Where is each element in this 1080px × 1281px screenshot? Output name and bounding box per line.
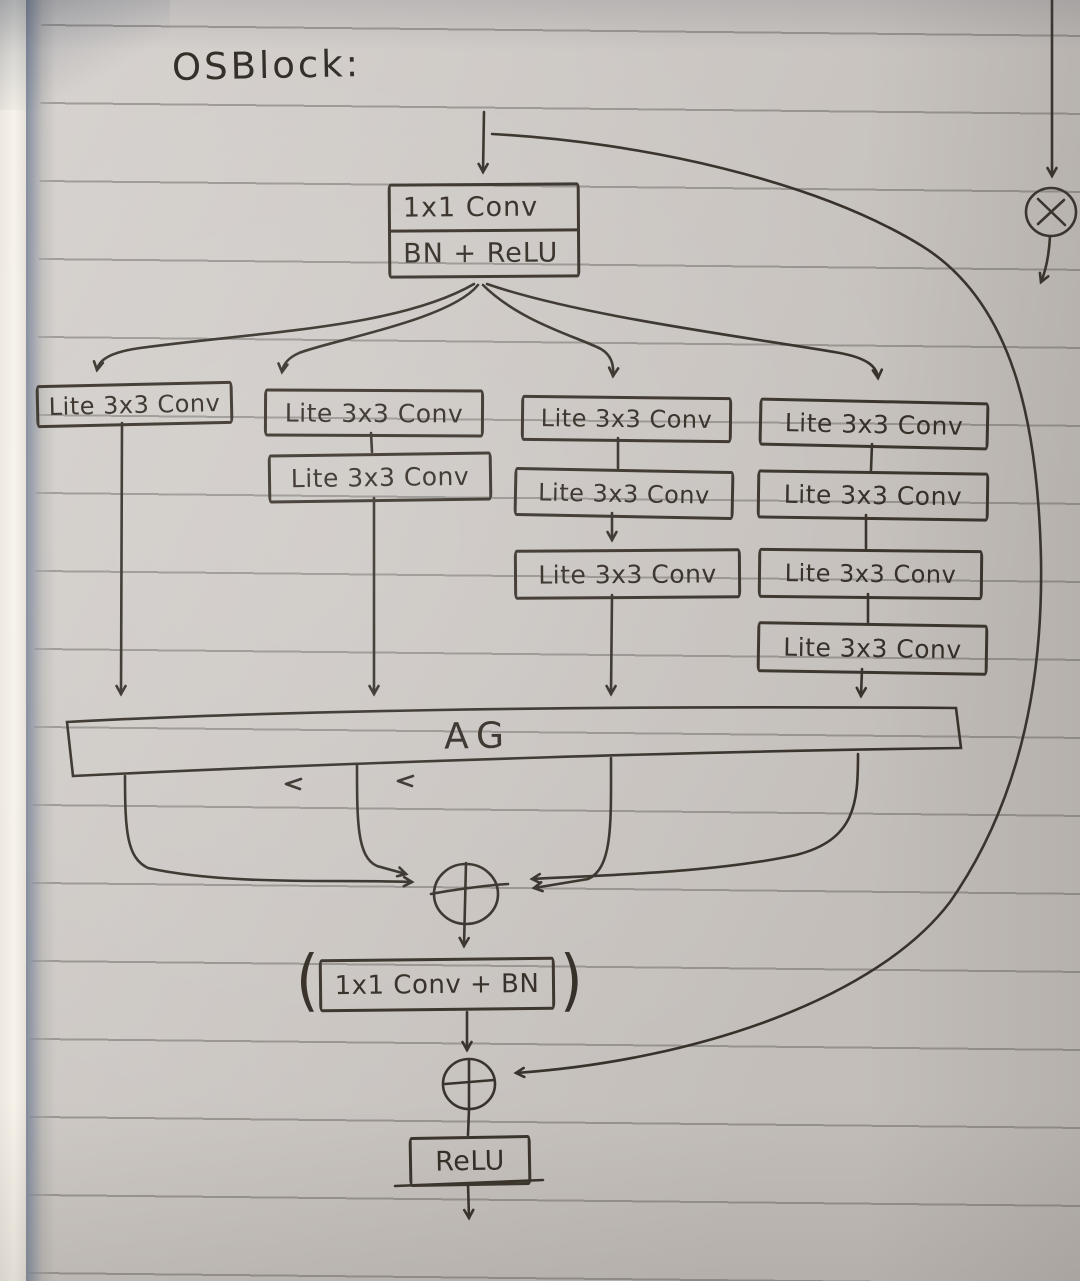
paren-close: ) (560, 940, 583, 1020)
fanout-arrow-2 (277, 283, 480, 375)
branch4-conv3: Lite 3x3 Conv (757, 547, 984, 601)
post-conv-box: 1x1 Conv + BN (318, 956, 556, 1013)
branch4-to-ag-arrow (855, 667, 868, 699)
input-arrow (477, 110, 489, 175)
page-edge-strip (0, 0, 26, 1281)
multiply-x-2 (1036, 198, 1066, 226)
aggregation-box (65, 706, 963, 778)
relu-box: ReLU (408, 1134, 532, 1188)
branch4-conv1: Lite 3x3 Conv (758, 397, 990, 451)
fanout-arrow-1 (92, 282, 476, 373)
ag-edge-tick-2 (396, 774, 415, 788)
relu-underline (393, 1178, 545, 1188)
paren-open: ( (296, 940, 319, 1020)
branch3-to-ag-arrow (605, 593, 617, 697)
branch2-conv2: Lite 3x3 Conv (267, 451, 493, 504)
branch4-conv4: Lite 3x3 Conv (756, 621, 989, 676)
skip-connection-curve (490, 132, 1043, 1079)
branch4-connector-1 (869, 442, 874, 472)
ag-out-arrow-2 (355, 762, 409, 878)
branch1-conv1: Lite 3x3 Conv (35, 380, 234, 429)
add2-to-relu-line (466, 1107, 471, 1137)
branch3-conv3: Lite 3x3 Conv (513, 548, 742, 600)
ag-out-arrow-4 (529, 752, 860, 885)
branch2-connector (369, 431, 374, 454)
branch4-conv2: Lite 3x3 Conv (756, 469, 990, 522)
fanout-arrow-3 (481, 283, 620, 379)
branch3-conv2: Lite 3x3 Conv (513, 466, 735, 521)
right-output-arrow (1038, 234, 1052, 285)
input-block-top-label: 1x1 Conv (390, 185, 578, 233)
output-arrow (462, 1182, 475, 1221)
add1-cross-h (429, 882, 510, 896)
corner-shadow (0, 0, 170, 110)
ag-out-arrow-1 (123, 774, 415, 888)
branch1-to-ag-arrow (115, 421, 127, 697)
input-block: 1x1 Conv BN + ReLU (387, 182, 581, 279)
ag-edge-tick-1 (284, 777, 303, 791)
page-edge-shadow (26, 0, 56, 1281)
branch3-conv1: Lite 3x3 Conv (520, 394, 733, 444)
fanout-arrow-4 (485, 282, 884, 381)
ag-out-arrow-3 (531, 756, 613, 893)
branch2-conv1: Lite 3x3 Conv (263, 388, 485, 438)
page-title: OSBlock: (171, 42, 362, 89)
input-block-bottom-label: BN + ReLU (403, 237, 559, 270)
add1-to-conv-arrow (458, 861, 470, 949)
aggregation-label: AG (443, 715, 513, 758)
